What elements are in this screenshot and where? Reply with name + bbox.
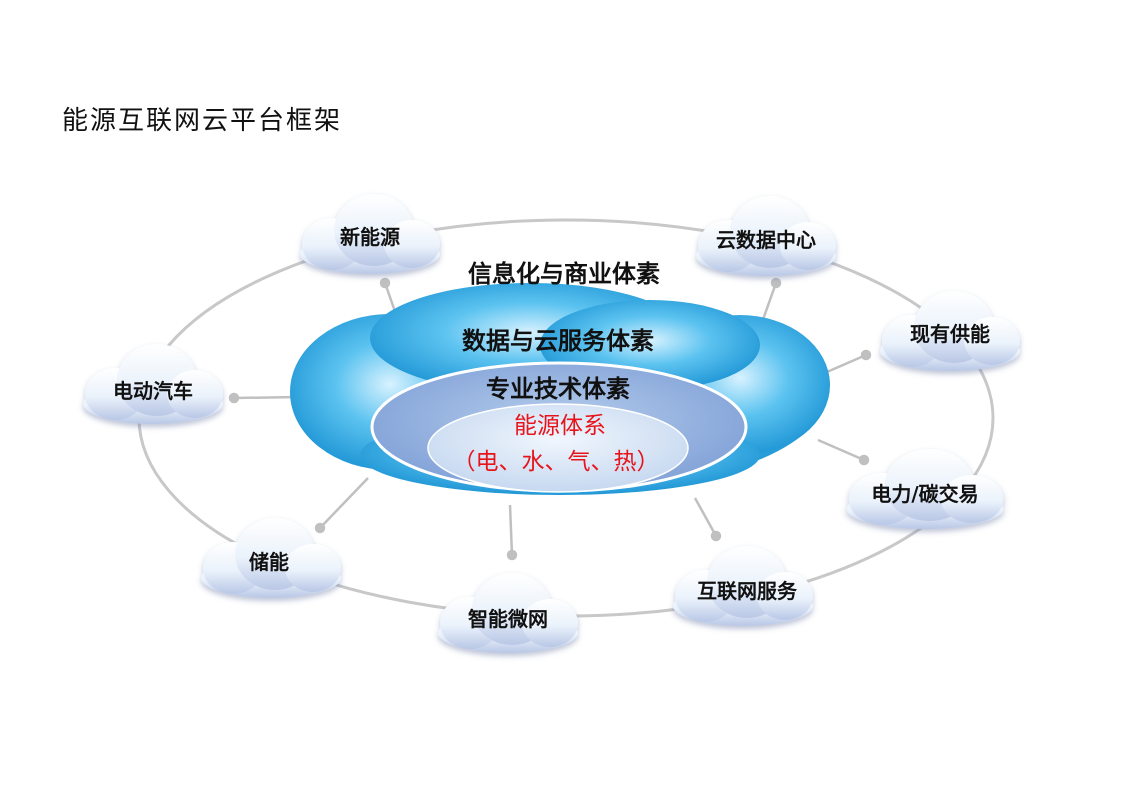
node-internet-services-label: 互联网服务: [697, 579, 798, 603]
node-internet-services: 互联网服务: [673, 546, 813, 626]
node-power-carbon-trading: 电力/碳交易: [847, 449, 1004, 529]
info-business-label: 信息化与商业体素: [468, 260, 660, 288]
node-electric-vehicle-label: 电动汽车: [113, 379, 193, 403]
node-cloud-data-center-label: 云数据中心: [716, 228, 816, 252]
energy-system-label: 能源体系: [514, 413, 606, 439]
node-new-energy: 新能源: [300, 194, 440, 274]
professional-tech-label: 专业技术体素: [486, 375, 630, 403]
node-electric-vehicle: 电动汽车: [83, 344, 223, 424]
node-energy-storage-label: 储能: [249, 550, 289, 574]
node-cloud-data-center: 云数据中心: [696, 196, 836, 276]
node-new-energy-label: 新能源: [340, 225, 400, 249]
energy-types-label: （电、水、气、热）: [453, 449, 660, 475]
data-cloud-label: 数据与云服务体素: [462, 327, 654, 355]
node-existing-supply-label: 现有供能: [910, 322, 990, 346]
node-existing-supply: 现有供能: [880, 291, 1020, 371]
node-power-carbon-trading-label: 电力/碳交易: [871, 482, 978, 506]
node-smart-microgrid: 智能微网: [438, 573, 578, 653]
node-smart-microgrid-label: 智能微网: [468, 607, 548, 631]
